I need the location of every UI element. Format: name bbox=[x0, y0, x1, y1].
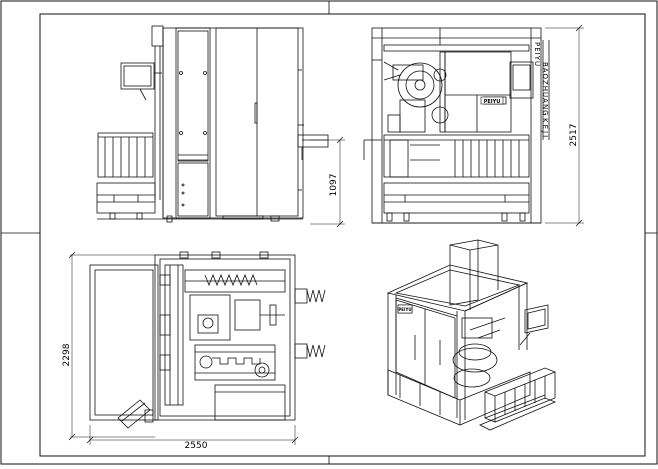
logo-text-side: PEIYU bbox=[484, 99, 501, 105]
dim-plan-width: 2550 bbox=[185, 441, 208, 451]
dim-overall-height: 2517 bbox=[569, 124, 579, 147]
dim-overall-height-lines bbox=[545, 24, 584, 227]
dim-frame-height: 1097 bbox=[329, 174, 339, 197]
logo-plate-side: PEIYU bbox=[480, 96, 504, 105]
side-view bbox=[363, 27, 550, 224]
dim-plan-depth: 2298 bbox=[62, 343, 72, 366]
brand-vertical-label: PEIYU BAOZHUANG KEJI bbox=[533, 42, 549, 139]
isometric-view bbox=[386, 239, 557, 431]
front-view bbox=[96, 25, 329, 223]
logo-text-iso: PEIYU bbox=[398, 307, 411, 312]
brand-word-2: BAOZHUANG bbox=[541, 62, 549, 117]
plan-view bbox=[89, 251, 326, 429]
dim-plan-lines bbox=[68, 251, 299, 445]
dim-frame-height-lines bbox=[310, 136, 345, 228]
brand-word-1: PEIYU bbox=[533, 42, 541, 67]
logo-plate-iso: PEIYU bbox=[397, 304, 413, 314]
brand-word-3: KEJI bbox=[541, 118, 549, 139]
